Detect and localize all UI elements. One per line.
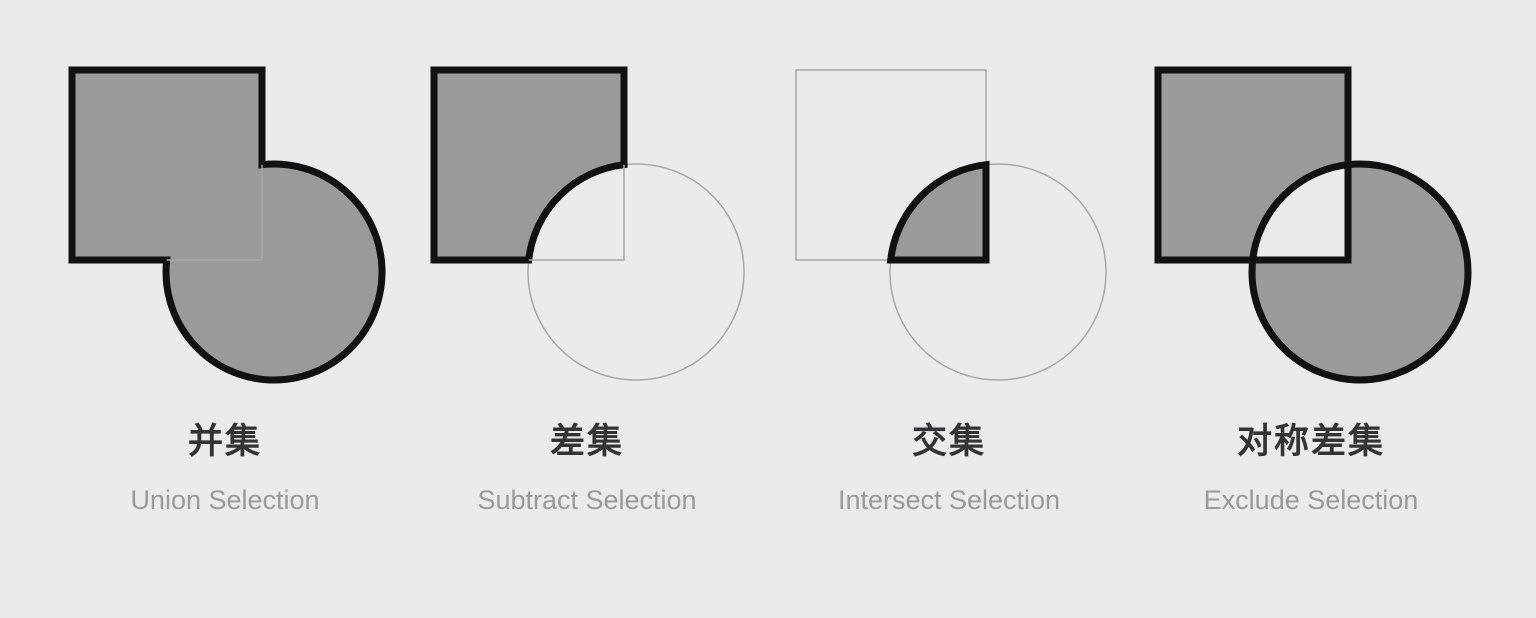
panel-title-cn: 对称差集 <box>1236 422 1385 461</box>
panel-title-en: Union Selection <box>130 485 320 515</box>
subtract-diagram <box>430 66 745 381</box>
panel-exclude: 对称差集 Exclude Selection <box>1130 60 1492 514</box>
hidden-square-corner-line <box>528 164 625 261</box>
panel-title-en: Exclude Selection <box>1203 485 1419 515</box>
panel-title-cn: 差集 <box>549 422 624 461</box>
union-diagram <box>68 66 386 384</box>
excluded-intersection-hole <box>1252 164 1348 260</box>
panel-title-cn: 交集 <box>911 422 986 461</box>
subtract-shape <box>430 66 628 264</box>
panel-subtract: 差集 Subtract Selection <box>406 60 768 514</box>
intersect-diagram <box>795 69 1107 381</box>
panel-title-en: Intersect Selection <box>837 485 1061 515</box>
circle-outline-thick <box>1248 160 1472 384</box>
intersect-shape <box>886 160 990 264</box>
boolean-operations-figure: 并集 Union Selection 差集 Subtract Selection… <box>44 60 1492 514</box>
exclude-diagram <box>1154 66 1472 384</box>
circle-outline-thin <box>527 163 745 381</box>
union-shape <box>68 66 386 384</box>
panel-title-en: Subtract Selection <box>477 485 697 515</box>
panel-union: 并集 Union Selection <box>44 60 406 514</box>
panel-intersect: 交集 Intersect Selection <box>768 60 1130 514</box>
hidden-square-corner-line <box>166 164 263 261</box>
circle-outline-thin <box>889 163 1107 381</box>
panel-title-cn: 并集 <box>187 422 262 461</box>
